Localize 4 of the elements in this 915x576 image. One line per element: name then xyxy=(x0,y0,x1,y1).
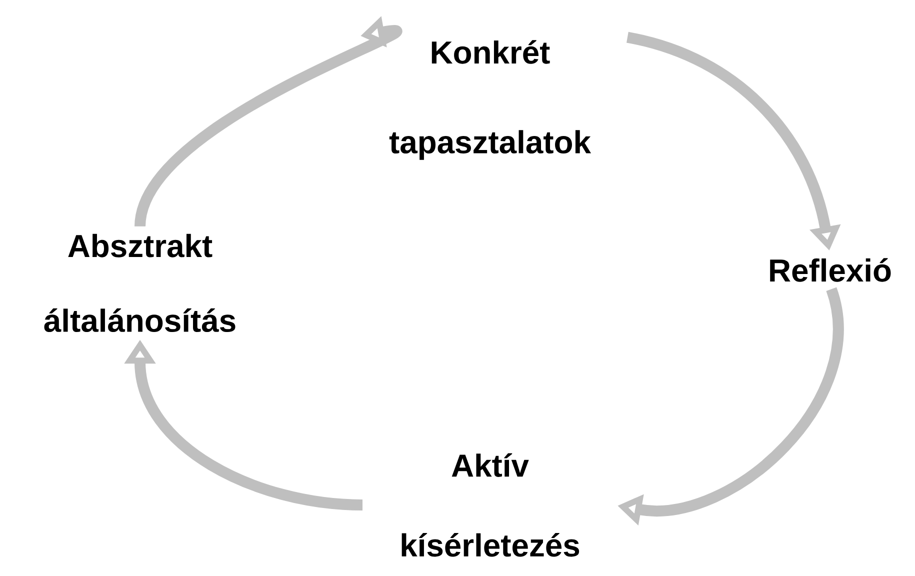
cycle-stage-label: Reflexió xyxy=(770,258,891,282)
cycle-stage-label: Aktív kísérletezés xyxy=(402,453,580,557)
cycle-stage-label: Konkrét tapasztalatok xyxy=(389,40,592,160)
cycle-stage-label: Absztrakt általánosítás xyxy=(44,234,236,332)
